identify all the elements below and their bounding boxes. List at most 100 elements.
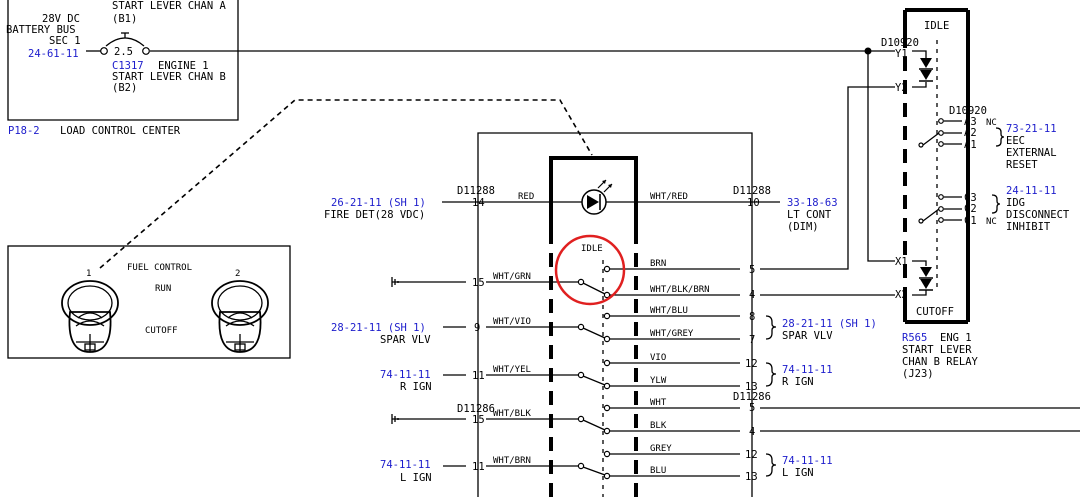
cb-sec: SEC 1: [49, 35, 81, 47]
cb-panel-name: LOAD CONTROL CENTER: [60, 125, 181, 137]
start-lever-switch: D11288 D11288 D11286 D11286 IDLE 14 10 R…: [324, 86, 1080, 497]
relay-nc-bot: NC: [986, 217, 997, 227]
pin-right-4b: 4: [749, 426, 755, 438]
wire-wht-blk-brn: WHT/BLK/BRN: [650, 285, 710, 295]
fuel-cutoff-label: CUTOFF: [145, 326, 178, 336]
fuel-control-title: FUEL CONTROL: [127, 263, 192, 273]
cb-chan-b: START LEVER CHAN B: [112, 71, 226, 83]
relay-a1: A1: [964, 139, 977, 151]
relay-d-mid: D10920: [949, 105, 987, 117]
cb-voltage: 28V DC: [42, 13, 80, 25]
pin-right-8: 8: [749, 311, 755, 323]
cb-engine: ENGINE 1: [158, 60, 209, 72]
fuel-lever-2-icon: [211, 280, 269, 353]
conn-right-label: D11288: [733, 185, 771, 197]
relay-eec-2: EXTERNAL: [1006, 147, 1057, 159]
lever-2-number: 2: [235, 269, 240, 279]
wire-wht: WHT: [650, 398, 667, 408]
pin-right-7: 7: [749, 334, 755, 346]
ref-fire-det-sub: FIRE DET(28 VDC): [324, 209, 425, 221]
relay-code: R565: [902, 332, 927, 344]
cb-ref: 24-61-11: [28, 48, 79, 60]
ref-spar-vlv-left-sub: SPAR VLV: [380, 334, 431, 346]
wire-grey: GREY: [650, 444, 672, 454]
wire-wht-grey: WHT/GREY: [650, 329, 694, 339]
relay-c3: C3: [964, 192, 977, 204]
pin-left-11: 11: [472, 370, 485, 382]
wire-blu: BLU: [650, 466, 666, 476]
cb-rating: 2.5: [114, 46, 133, 58]
fuel-control-panel: FUEL CONTROL RUN CUTOFF 1 2: [7, 245, 291, 359]
relay-d-top: D10920: [881, 37, 919, 49]
ref-l-ign-right: 74-11-11: [782, 455, 833, 467]
pin-right-5: 5: [749, 264, 755, 276]
fuel-lever-1-icon: [61, 280, 119, 353]
wire-wht-vio: WHT/VIO: [493, 317, 531, 327]
ground-icon-2: [391, 414, 466, 424]
wire-wht-blu: WHT/BLU: [650, 306, 688, 316]
cb-top-fragment: START LEVER CHAN A: [112, 0, 226, 12]
diode-icon-bottom: [919, 267, 933, 291]
relay-eec-1: EEC: [1006, 135, 1025, 147]
wire-wht-blk: WHT/BLK: [493, 409, 532, 419]
relay-idg-3: INHIBIT: [1006, 221, 1051, 233]
relay-a2: A2: [964, 127, 977, 139]
start-lever-relay: IDLE CUTOFF D10920 D10920 Y1 Y2 X1 X2 A3…: [881, 8, 1070, 380]
relay-x2: X2: [895, 289, 908, 301]
highlight-circle: [554, 234, 626, 306]
relay-name-3: CHAN B RELAY: [902, 356, 979, 368]
ref-l-ign-left-sub: L IGN: [400, 472, 432, 484]
wire-wht-grn: WHT/GRN: [493, 272, 531, 282]
relay-eec-3: RESET: [1006, 159, 1038, 171]
relay-nc-top: NC: [986, 118, 997, 128]
relay-x1: X1: [895, 256, 908, 268]
relay-name-4: (J23): [902, 368, 934, 380]
ref-lt-cont: 33-18-63: [787, 197, 838, 209]
ref-fire-det: 26-21-11 (SH 1): [331, 197, 426, 209]
ref-lt-cont-sub1: LT CONT: [787, 209, 832, 221]
relay-idg-2: DISCONNECT: [1006, 209, 1070, 221]
relay-c2: C2: [964, 203, 977, 215]
pin-right-10: 10: [747, 197, 760, 209]
ref-l-ign-left: 74-11-11: [380, 459, 431, 471]
pin-right-12: 12: [745, 358, 758, 370]
relay-cutoff-label: CUTOFF: [916, 306, 954, 318]
wire-blk: BLK: [650, 421, 667, 431]
relay-idle-label: IDLE: [924, 20, 949, 32]
relay-idg-ref: 24-11-11: [1006, 185, 1057, 197]
relay-a3: A3: [964, 116, 977, 128]
pin-right-13: 13: [745, 381, 758, 393]
relay-eec-ref: 73-21-11: [1006, 123, 1057, 135]
ref-l-ign-right-sub: L IGN: [782, 467, 814, 479]
wire-ylw: YLW: [650, 376, 667, 386]
relay-y2: Y2: [895, 82, 908, 94]
cb-b2: (B2): [112, 82, 137, 94]
ref-spar-vlv-right-sub: SPAR VLV: [782, 330, 833, 342]
cb-bus: BATTERY BUS: [6, 24, 76, 36]
wire-vio: VIO: [650, 353, 666, 363]
conn-left-label-2: D11286: [457, 403, 495, 415]
relay-idg-1: IDG: [1006, 197, 1025, 209]
mechanical-linkage: [99, 99, 593, 269]
ref-r-ign-right-sub: R IGN: [782, 376, 814, 388]
wire-wht-brn: WHT/BRN: [493, 456, 531, 466]
lamp-icon: [581, 179, 613, 215]
cb-code: C1317: [112, 60, 144, 72]
cb-b1: (B1): [112, 13, 137, 25]
lever-1-number: 1: [86, 269, 91, 279]
pin-left-15: 15: [472, 277, 485, 289]
relay-y1: Y1: [895, 48, 908, 60]
switch-idle-label: IDLE: [581, 244, 603, 254]
wire-wht-red: WHT/RED: [650, 192, 688, 202]
pin-left-14: 14: [472, 197, 485, 209]
diode-icon-top: [919, 58, 933, 82]
conn-right-label-2: D11286: [733, 391, 771, 403]
ref-r-ign-left-sub: R IGN: [400, 381, 432, 393]
cb-panel: P18-2: [8, 125, 40, 137]
wire-red: RED: [518, 192, 534, 202]
relay-name-1: ENG 1: [940, 332, 972, 344]
pin-left-9: 9: [474, 322, 480, 334]
ref-r-ign-left: 74-11-11: [380, 369, 431, 381]
conn-left-label: D11288: [457, 185, 495, 197]
switch-contacts: [577, 265, 611, 480]
